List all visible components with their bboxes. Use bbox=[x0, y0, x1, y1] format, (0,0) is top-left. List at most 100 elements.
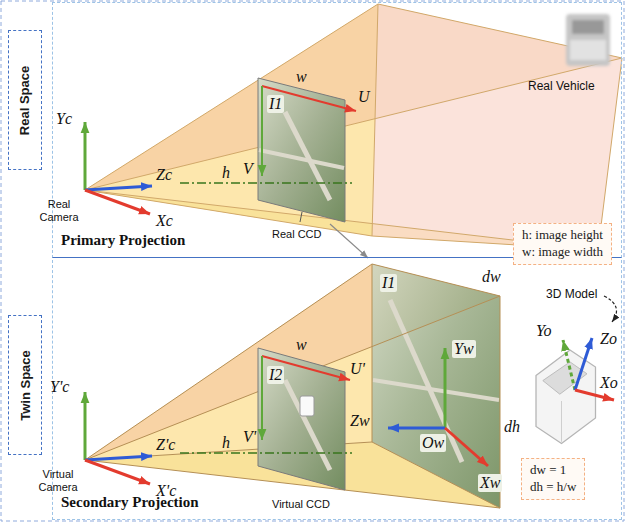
model-car bbox=[536, 350, 596, 444]
v-axis-arrow bbox=[261, 86, 263, 176]
label-anchor: Real Camera bbox=[32, 198, 86, 225]
axis-label: Zw bbox=[350, 412, 370, 430]
note-box: dw = 1dh = h/w bbox=[521, 458, 585, 500]
origin-label: Ow bbox=[420, 434, 446, 452]
label-anchor: Z'c bbox=[156, 436, 175, 454]
world-x-arrow bbox=[445, 428, 488, 466]
camera-label: Real Camera bbox=[32, 198, 86, 223]
far-plane bbox=[372, 4, 622, 250]
axis-label: Zo bbox=[600, 330, 617, 348]
band-title: Twin Space bbox=[18, 350, 33, 421]
note-line: dw = 1 bbox=[530, 462, 576, 479]
dimension-label: dw bbox=[482, 268, 501, 286]
z-axis-arrow bbox=[85, 186, 152, 190]
world-z-arrow bbox=[388, 427, 445, 430]
label-anchor: Virtual Camera bbox=[30, 468, 86, 495]
label-anchor: Virtual CCD bbox=[272, 494, 330, 512]
label-anchor: U bbox=[358, 88, 370, 106]
axis-label: Xo bbox=[600, 374, 618, 392]
label-anchor: X'c bbox=[156, 482, 176, 500]
frustum-edges bbox=[85, 4, 622, 250]
y-axis-arrow bbox=[84, 122, 87, 190]
road bbox=[390, 300, 462, 462]
image-label: I1 bbox=[267, 95, 284, 113]
label-anchor: dh bbox=[504, 418, 520, 436]
rotation-arrow bbox=[604, 296, 617, 322]
axis-label: Zc bbox=[156, 166, 172, 184]
model-x-arrow bbox=[575, 390, 614, 400]
label-anchor: w bbox=[296, 68, 307, 86]
label-anchor: w bbox=[296, 336, 307, 354]
axis-label: V bbox=[243, 160, 253, 178]
image-label: I1 bbox=[380, 274, 397, 292]
real-ccd-plane bbox=[258, 78, 345, 222]
label-anchor: Ow bbox=[420, 434, 446, 452]
leader-line bbox=[300, 212, 302, 222]
dimension-label: h bbox=[222, 164, 230, 182]
real-vehicle bbox=[566, 14, 610, 66]
label-anchor: h bbox=[222, 164, 230, 182]
axis-label: Xc bbox=[156, 212, 173, 230]
note-line: dh = h/w bbox=[530, 479, 576, 496]
axis-label: U' bbox=[350, 360, 365, 378]
world-y-arrow bbox=[444, 348, 447, 428]
y-axis-arrow bbox=[84, 392, 87, 460]
label-anchor: Zo bbox=[600, 330, 617, 348]
panel-title: Primary Projection bbox=[61, 232, 185, 249]
vehicle-side bbox=[570, 40, 606, 60]
label-anchor: Y'c bbox=[50, 378, 69, 396]
car-line bbox=[561, 401, 562, 442]
dimension-label: w bbox=[296, 336, 307, 354]
x-axis-arrow bbox=[85, 190, 150, 214]
image-label: I2 bbox=[267, 366, 284, 384]
band-title: Real Space bbox=[18, 65, 33, 134]
v-axis-arrow bbox=[261, 356, 263, 440]
x-axis-arrow bbox=[85, 460, 150, 484]
axis-label: Yw bbox=[452, 340, 476, 358]
label-anchor: Zc bbox=[156, 166, 172, 184]
dimension-label: w bbox=[296, 68, 307, 86]
model-label: 3D Model bbox=[546, 287, 597, 301]
rendered-model bbox=[300, 396, 314, 416]
axis-label: Z'c bbox=[156, 436, 175, 454]
vehicle-label: Real Vehicle bbox=[528, 79, 595, 93]
label-anchor: Zw bbox=[350, 412, 370, 430]
road bbox=[373, 380, 499, 400]
transfer-arrow bbox=[330, 224, 368, 258]
frustum-edges bbox=[85, 264, 500, 508]
label-anchor: Xc bbox=[156, 212, 173, 230]
axis-label: U bbox=[358, 88, 370, 106]
car-body bbox=[536, 350, 596, 444]
panel-title: Secondary Projection bbox=[61, 494, 199, 511]
label-anchor: Xo bbox=[600, 374, 618, 392]
label-anchor: Yw bbox=[452, 340, 476, 358]
projection-panel: Secondary Projection dw = 1dh = h/w bbox=[52, 260, 622, 520]
label-anchor: 3D Model bbox=[546, 284, 597, 302]
label-anchor: U' bbox=[350, 360, 365, 378]
axis-label: V' bbox=[243, 428, 256, 446]
space-band: Real Space bbox=[8, 30, 42, 170]
label-anchor: I1 bbox=[267, 95, 284, 113]
label-anchor: Xw bbox=[478, 474, 502, 492]
optical-axis bbox=[180, 182, 352, 184]
label-anchor: Yc bbox=[56, 110, 72, 128]
dimension-label: dh bbox=[504, 418, 520, 436]
space-band: Twin Space bbox=[8, 315, 42, 455]
axis-label: Xw bbox=[478, 474, 502, 492]
road bbox=[259, 150, 344, 168]
vehicle-window bbox=[572, 20, 604, 34]
axis-label: Yc bbox=[56, 110, 72, 128]
model-z-arrow bbox=[575, 338, 592, 390]
label-anchor: I2 bbox=[267, 366, 284, 384]
note-line: h: image height bbox=[522, 227, 603, 244]
label-anchor: h bbox=[222, 434, 230, 452]
label-anchor: dw bbox=[482, 268, 501, 286]
ccd-label: Real CCD bbox=[272, 228, 322, 241]
label-anchor: V bbox=[243, 160, 253, 178]
label-anchor: I1 bbox=[380, 274, 397, 292]
axis-label: X'c bbox=[156, 482, 176, 500]
camera-label: Virtual Camera bbox=[30, 468, 86, 493]
note-line: w: image width bbox=[522, 244, 603, 261]
